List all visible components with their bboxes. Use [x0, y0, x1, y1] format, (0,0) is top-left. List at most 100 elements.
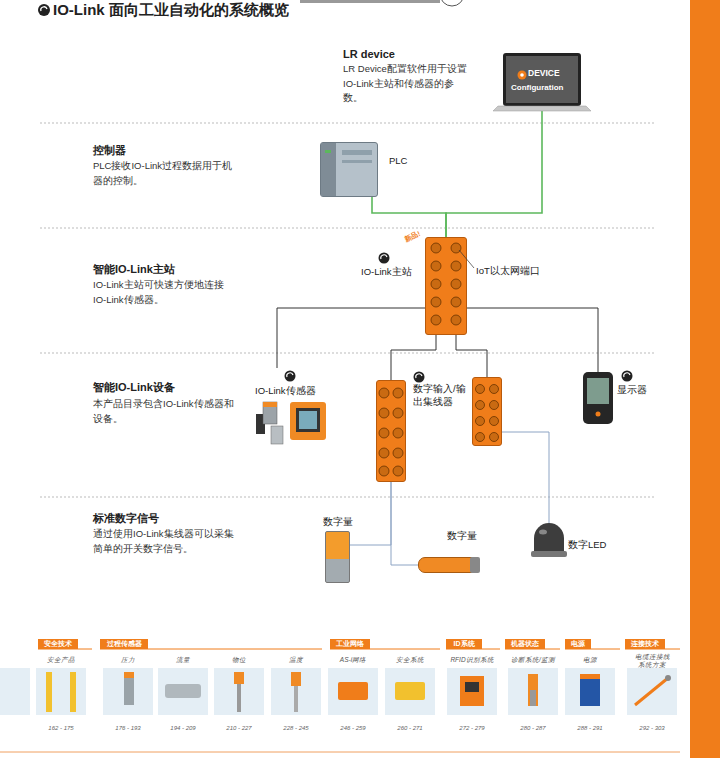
- port-socket: [393, 448, 403, 458]
- product-image: [165, 684, 201, 698]
- display-unit: 显示器: [583, 372, 613, 424]
- product-image: [234, 672, 244, 684]
- page-tab: [300, 0, 464, 6]
- category-tab: 过程传感器: [100, 639, 148, 649]
- port-socket: [393, 428, 403, 438]
- category-name: 机器状态: [505, 639, 545, 649]
- port-socket: [490, 385, 499, 394]
- port-socket: [379, 428, 389, 438]
- category-name: 工业网络: [330, 639, 370, 649]
- footer-rule: [0, 752, 680, 753]
- io-link-icon: [414, 372, 425, 383]
- port-socket: [476, 401, 485, 410]
- section-divider: [40, 228, 655, 229]
- section-heading: 控制器: [93, 142, 243, 159]
- section-text: IO-Link主站可快速方便地连接IO-Link传感器。: [93, 278, 225, 307]
- category-tab: 机器状态: [505, 639, 545, 649]
- device-label: PLC: [389, 155, 407, 166]
- plc-unit: PLC: [320, 142, 378, 197]
- side-bar: [690, 0, 720, 758]
- sensor-image: [263, 402, 277, 407]
- section-divider: [40, 123, 655, 124]
- product-name: RFID识别系统: [444, 656, 500, 664]
- laptop-screen: DEVICEConfiguration: [503, 53, 581, 106]
- sensor-image: [256, 402, 326, 444]
- io-link-icon: [379, 253, 390, 264]
- port-socket: [431, 279, 441, 289]
- section-text: 本产品目录包含IO-Link传感器和设备。: [93, 397, 234, 426]
- led-base: [539, 530, 547, 535]
- product-image: [294, 686, 298, 712]
- product-tile: [0, 668, 677, 715]
- product-image: [580, 674, 600, 679]
- device-label: 显示器: [617, 384, 647, 395]
- port-socket: [379, 388, 389, 398]
- sensor-image: [299, 411, 317, 429]
- product-name: 压力: [100, 656, 156, 664]
- io-link-icon: [381, 255, 387, 259]
- io-link-icon: [622, 371, 633, 382]
- page-tab: [440, 0, 464, 6]
- io-link-icon: [622, 371, 633, 382]
- category-tab: 电源: [565, 639, 591, 649]
- product-name: 安全产品: [33, 656, 89, 664]
- product-tile: [627, 668, 677, 715]
- section-heading: 标准数字信号: [93, 510, 243, 527]
- io-link-icon: [416, 374, 422, 378]
- product-tile: [36, 668, 86, 715]
- page-range: 246 - 259: [325, 724, 381, 733]
- section-divider: [40, 353, 655, 354]
- port-socket: [379, 466, 389, 476]
- sensor-image: [256, 414, 265, 434]
- category-name: 过程传感器: [100, 639, 148, 649]
- sensor-image: [263, 402, 277, 424]
- device-label: IO-Link主站: [361, 266, 412, 277]
- port-socket: [476, 417, 485, 426]
- port-socket: [431, 315, 441, 325]
- display-screen: [587, 378, 609, 417]
- product-tile: [565, 668, 615, 715]
- category-tab: 安全技术: [38, 639, 78, 649]
- sensor-group: IO-Link传感器: [255, 368, 327, 448]
- product-image: [124, 677, 134, 705]
- product-image: [124, 672, 134, 678]
- plc-detail: [321, 143, 336, 196]
- port-socket: [393, 388, 403, 398]
- device-label: IoT以太网端口: [476, 265, 540, 276]
- plc-detail: [321, 143, 372, 196]
- port-socket: [379, 243, 499, 476]
- plc-detail: [342, 160, 372, 163]
- section-heading: LR device: [343, 46, 503, 63]
- page-range: 292 - 303: [624, 724, 680, 733]
- product-name: 安全系统: [382, 656, 438, 664]
- category-tab: 连接技术: [625, 639, 665, 649]
- section-text: LR Device配置软件用于设置IO-Link主站和传感器的参数。: [343, 62, 473, 106]
- io-link-icon: [285, 371, 296, 382]
- io-link-icon: [38, 4, 50, 16]
- section-divider: [40, 497, 655, 498]
- device-label: 数字LED: [568, 539, 606, 550]
- port-socket: [490, 433, 499, 442]
- io-hub: [472, 377, 502, 446]
- product-name: 诊断系统/监测: [505, 656, 561, 664]
- port-socket: [476, 385, 485, 394]
- section-heading: 智能IO-Link设备: [93, 379, 243, 396]
- page-tab: [300, 0, 440, 3]
- product-image: [237, 684, 241, 712]
- laptop-base: [493, 106, 591, 111]
- port-socket: [431, 297, 441, 307]
- product-tile: [508, 668, 558, 715]
- product-tile: [328, 668, 378, 715]
- side-bar: [690, 0, 720, 758]
- port-socket: [431, 243, 441, 253]
- io-link-icon: [379, 253, 390, 264]
- page-range: 260 - 271: [382, 724, 438, 733]
- io-link-master: IO-Link主站IoT以太网端口: [425, 237, 467, 335]
- port-socket: [476, 433, 485, 442]
- led-base: [531, 530, 567, 558]
- software-logo: [518, 71, 527, 80]
- sensor-image: [271, 426, 283, 444]
- sensor-image: [296, 408, 320, 432]
- port-socket: [451, 279, 461, 289]
- digital-sensor: 数字量: [418, 557, 478, 573]
